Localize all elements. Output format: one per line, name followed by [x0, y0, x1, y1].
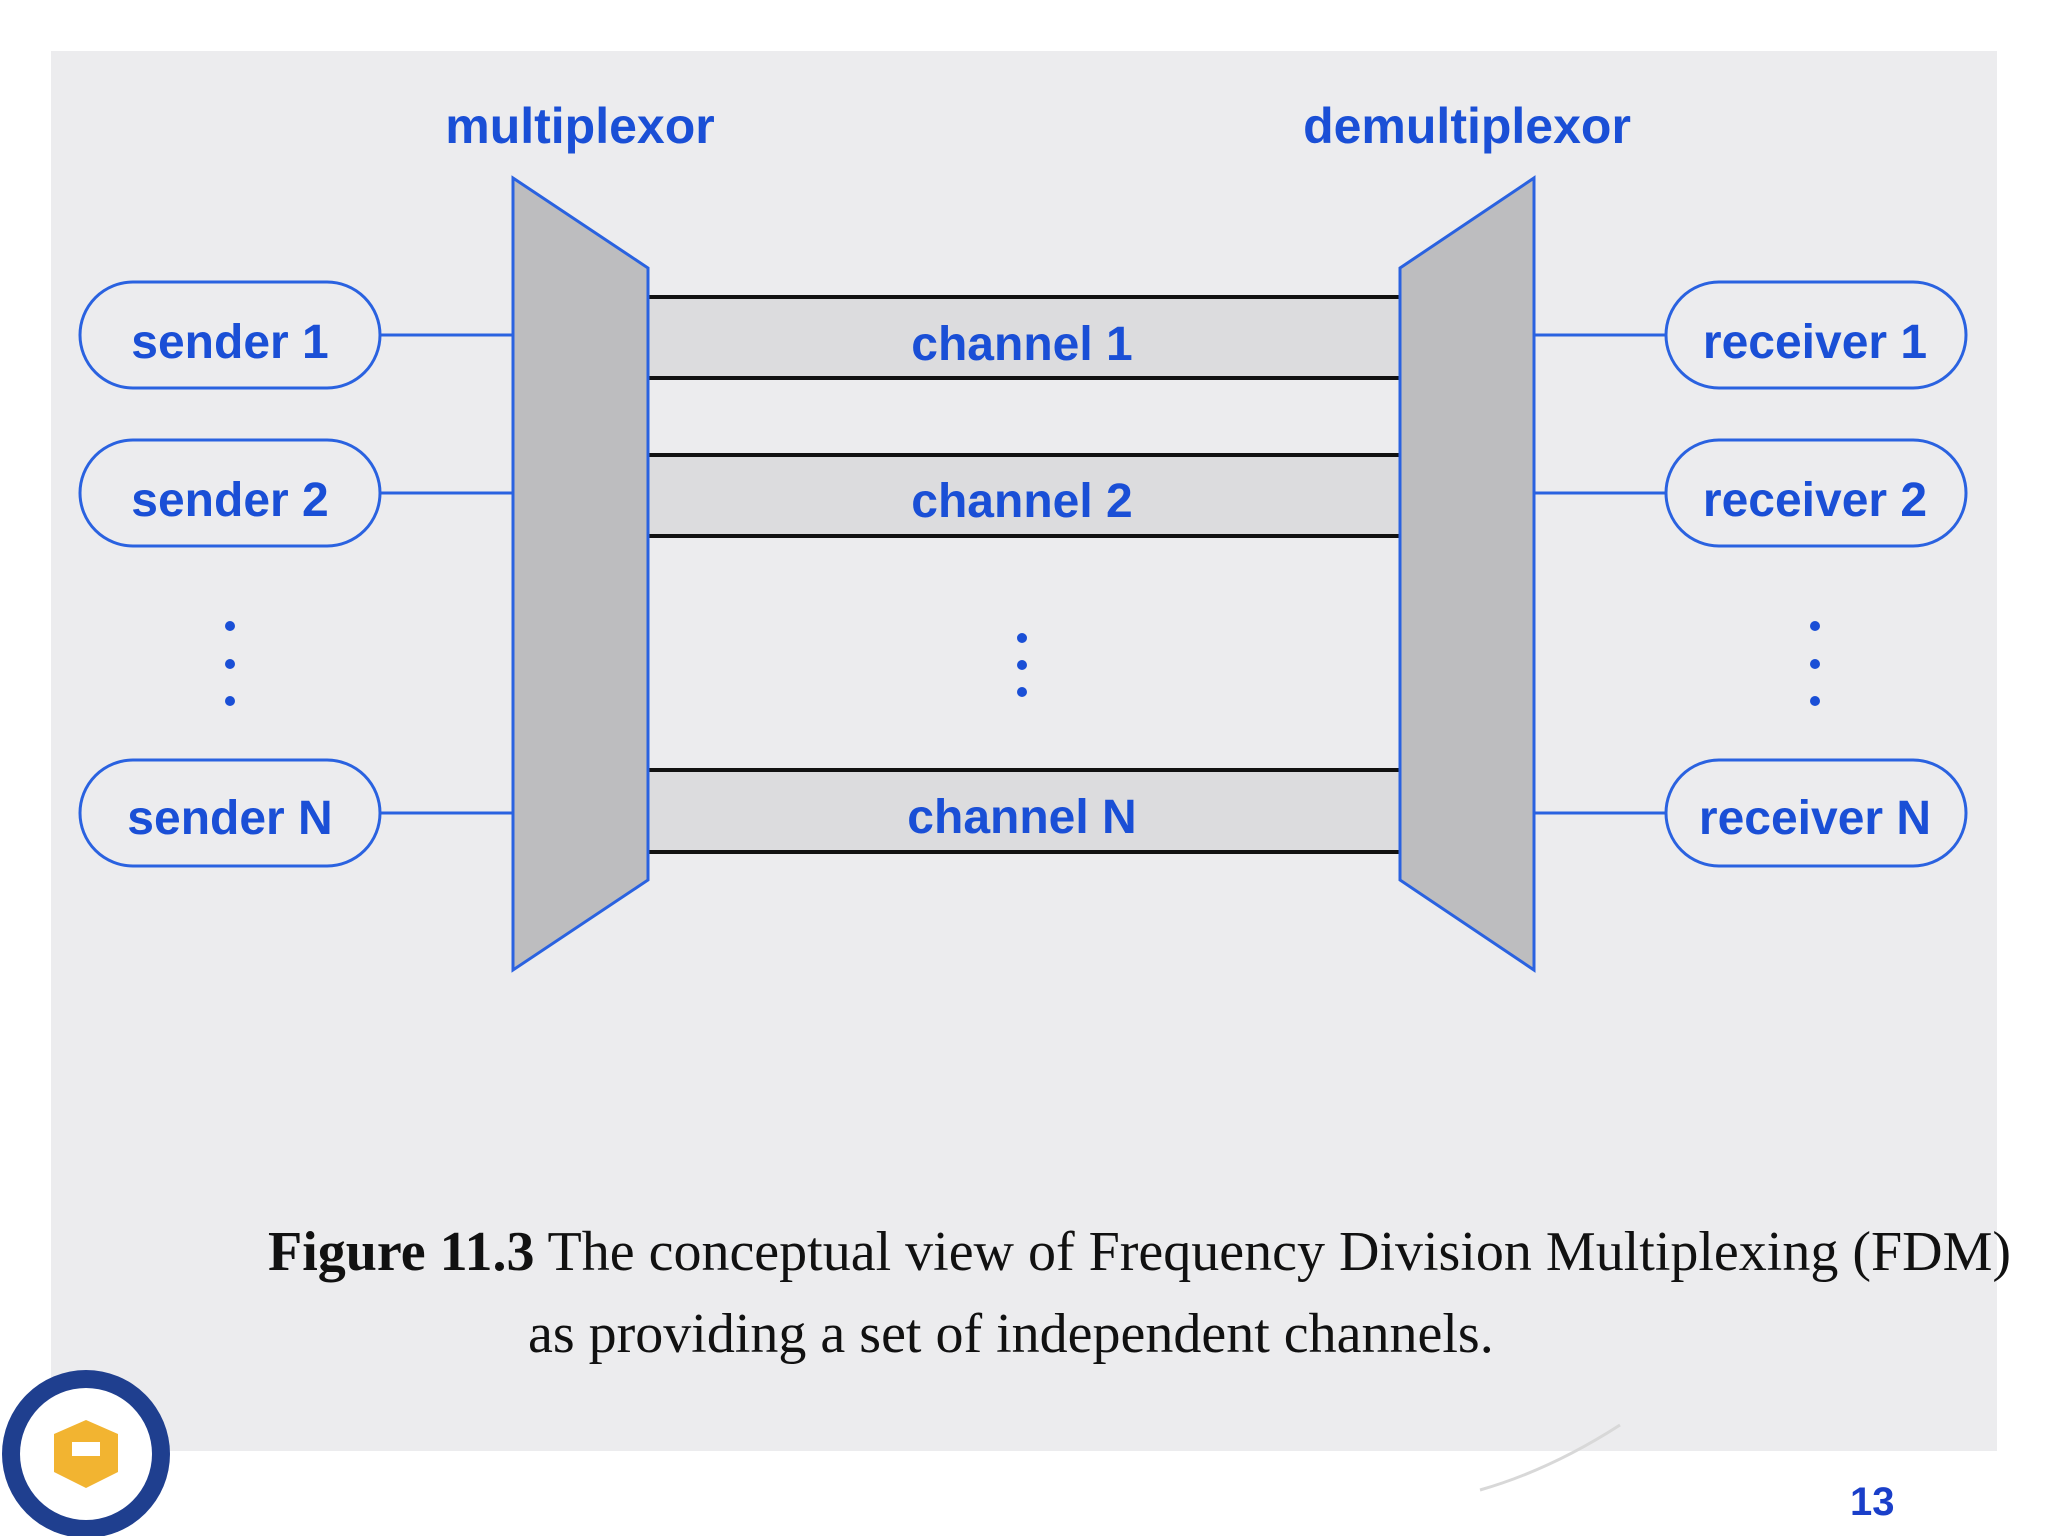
- receiver-box-n: receiver N: [1664, 758, 1968, 868]
- sender-box-2: sender 2: [78, 438, 382, 548]
- multiplexor-block: [511, 175, 650, 973]
- caption-line-1: Figure 11.3 The conceptual view of Frequ…: [268, 1210, 2011, 1294]
- sender-box-n: sender N: [78, 758, 382, 868]
- receiver-ellipsis: [1810, 621, 1820, 706]
- sender-label-n: sender N: [127, 792, 332, 845]
- demultiplexor-label: demultiplexor: [1303, 98, 1631, 154]
- channel-label-n: channel N: [907, 791, 1136, 844]
- slide-panel: [51, 51, 1997, 1451]
- sender-ellipsis: [225, 621, 235, 706]
- receiver-box-2: receiver 2: [1664, 438, 1968, 548]
- university-logo: [2, 1370, 170, 1536]
- demultiplexor-block: [1398, 175, 1536, 973]
- channel-label-1: channel 1: [911, 318, 1132, 371]
- receiver-box-1: receiver 1: [1664, 280, 1968, 390]
- figure-number: Figure 11.3: [268, 1221, 535, 1283]
- channel-band-1: channel 1: [648, 295, 1400, 380]
- channel-band-n: channel N: [648, 768, 1400, 854]
- sender-label-2: sender 2: [131, 474, 328, 527]
- page-number: 13: [1850, 1480, 1895, 1524]
- channel-band-2: channel 2: [648, 453, 1400, 538]
- channel-ellipsis: [1017, 633, 1027, 697]
- multiplexor-label: multiplexor: [445, 98, 714, 154]
- receiver-label-2: receiver 2: [1703, 474, 1927, 527]
- receiver-label-1: receiver 1: [1703, 316, 1927, 369]
- sender-label-1: sender 1: [131, 316, 328, 369]
- decorative-swoosh: [1479, 1423, 1621, 1492]
- caption-line-2: as providing a set of independent channe…: [528, 1303, 1494, 1365]
- sender-box-1: sender 1: [78, 280, 382, 390]
- channel-label-2: channel 2: [911, 475, 1132, 528]
- caption-text-1: The conceptual view of Frequency Divisio…: [547, 1221, 2012, 1283]
- receiver-label-n: receiver N: [1699, 792, 1931, 845]
